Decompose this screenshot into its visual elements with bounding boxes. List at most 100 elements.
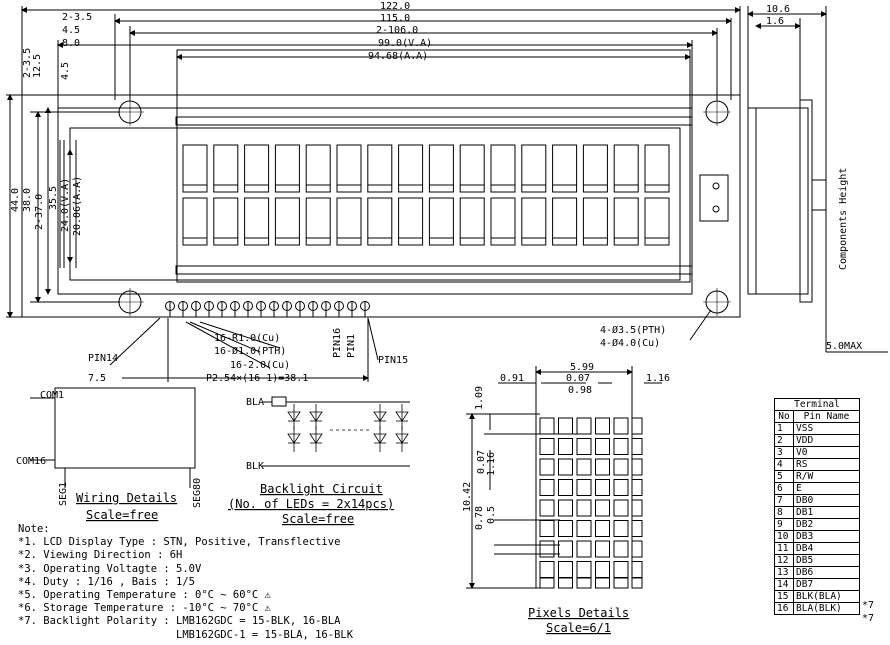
pixel [558, 577, 573, 589]
pad-label-pth: 16-Ø1.0(PTH) [214, 345, 286, 357]
pin14-label: PIN14 [88, 353, 118, 364]
terminal-col-no: No [774, 410, 794, 423]
backlight-title: Backlight Circuit [260, 482, 383, 496]
pixel [595, 577, 610, 589]
pixel [539, 479, 555, 496]
pixel [558, 417, 573, 435]
terminal-pin-name: BLA(BLK) [793, 602, 860, 615]
dim-left-2-37: 2-37.0 [34, 194, 45, 230]
pix-h1: 1.09 [474, 386, 485, 410]
pixel [558, 438, 573, 455]
char-cell [367, 144, 393, 193]
terminal-pin-no: 16 [774, 602, 794, 615]
pin16-label: PIN16 [332, 328, 343, 358]
dim-left-20aa: 20.06(A.A) [72, 176, 83, 236]
pix-h4: 1.16 [486, 452, 497, 476]
pixel-next-col [631, 520, 643, 537]
pixel [613, 438, 629, 455]
backlight-subtitle: (No. of LEDs = 2x14pcs) [228, 497, 394, 511]
char-cell [644, 197, 670, 246]
char-cell [582, 197, 608, 246]
terminal-pin-no: 13 [774, 566, 794, 579]
terminal-pin-name: VSS [793, 422, 860, 435]
terminal-pin-no: 1 [774, 422, 794, 435]
char-cell [213, 144, 239, 193]
terminal-pin-name: DB4 [793, 542, 860, 555]
dim-122: 122.0 [380, 1, 410, 12]
pixel [539, 540, 555, 558]
char-cell [490, 197, 516, 246]
pixel [558, 479, 573, 496]
pixel-next-col [631, 417, 643, 435]
pad-label-cu: 16-R1.0(Cu) [214, 333, 280, 344]
pixel [613, 417, 629, 435]
bla-label: BLA [246, 397, 264, 408]
terminal-pin-name: V0 [793, 446, 860, 459]
char-cell [244, 144, 270, 193]
char-cells [182, 144, 670, 246]
note-line: *2. Viewing Direction : 6H [18, 549, 183, 562]
pitch-label: P2.54×(16-1)=38.1 [206, 373, 308, 384]
pixel [576, 438, 592, 455]
pixel [539, 520, 555, 537]
wiring-scale: Scale=free [86, 508, 158, 522]
char-cell [613, 197, 639, 246]
char-cell [521, 144, 547, 193]
terminal-pin-no: 15 [774, 590, 794, 603]
dim-left-44: 44.0 [10, 188, 21, 212]
pix-h6: 0.5 [486, 506, 497, 524]
terminal-pin-no: 2 [774, 434, 794, 447]
terminal-note-mark: *7 [862, 613, 875, 624]
char-cell [428, 144, 454, 193]
wiring-box [54, 387, 196, 469]
terminal-pin-no: 4 [774, 458, 794, 471]
terminal-pin-no: 3 [774, 446, 794, 459]
dim-left-38: 38.0 [22, 188, 33, 212]
note-line: *7. Backlight Polarity : LMB162GDC = 15-… [18, 615, 341, 628]
char-cell [398, 144, 424, 193]
pixel [539, 577, 555, 589]
pix-h2: 10.42 [462, 482, 473, 512]
backlight-scale: Scale=free [282, 512, 354, 526]
pixel [558, 561, 573, 578]
pixel-next-col [631, 438, 643, 455]
pixel [613, 577, 629, 589]
terminal-pin-no: 12 [774, 554, 794, 567]
blk-label: BLK [246, 461, 264, 472]
pixel [576, 458, 592, 476]
pixel [576, 479, 592, 496]
char-cell [613, 144, 639, 193]
terminal-pin-name: DB7 [793, 578, 860, 591]
pixel [576, 417, 592, 435]
dim-99va: 99.0(V.A) [378, 38, 432, 49]
terminal-pin-no: 10 [774, 530, 794, 543]
pixel [613, 479, 629, 496]
note-line: *6. Storage Temperature : -10°C ~ 70°C ⚠ [18, 602, 271, 615]
terminal-pin-name: DB3 [793, 530, 860, 543]
char-cell [305, 197, 331, 246]
char-cell [490, 144, 516, 193]
char-cell [552, 144, 578, 193]
pixel [595, 540, 610, 558]
char-cell [182, 144, 208, 193]
edge-7.5: 7.5 [88, 373, 106, 384]
wiring-title: Wiring Details [76, 491, 177, 505]
pixel-next-col [631, 458, 643, 476]
terminal-pin-name: DB1 [793, 506, 860, 519]
pix-h5: 0.78 [474, 506, 485, 530]
pin15-label: PIN15 [378, 355, 408, 366]
com16-label: COM16 [16, 456, 46, 467]
note-line: *4. Duty : 1/16 , Bais : 1/5 [18, 575, 196, 588]
note-line: *1. LCD Display Type : STN, Positive, Tr… [18, 536, 341, 549]
